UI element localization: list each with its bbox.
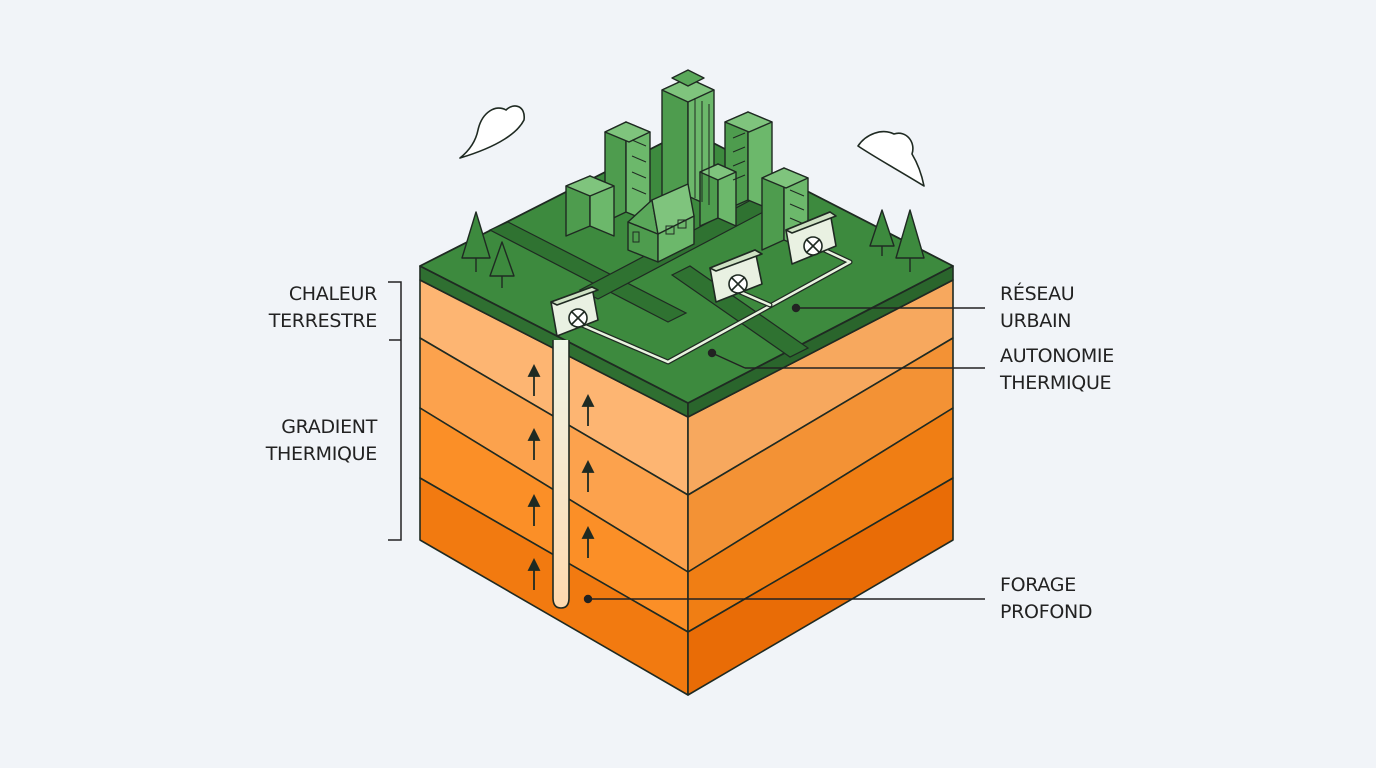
grass-top <box>419 129 954 404</box>
callout-lines <box>583 303 985 604</box>
arrow-up-icon <box>527 427 541 460</box>
soil-right-face <box>687 279 954 696</box>
tree-icon <box>489 241 515 288</box>
left-bracket <box>388 281 402 541</box>
tree-icon <box>461 211 491 272</box>
arrow-up-icon <box>527 363 541 396</box>
label-autonomie-thermique: AUTONOMIE THERMIQUE <box>1000 345 1114 394</box>
tree-icon <box>895 209 925 272</box>
pipe-network <box>572 245 853 365</box>
arrow-up-icon <box>527 557 541 590</box>
building-icon <box>565 175 615 237</box>
clouds <box>459 105 925 187</box>
label-reseau-urbain: RÉSEAU URBAIN <box>1000 283 1075 332</box>
building-icon <box>661 69 715 209</box>
heat-pump-icon <box>709 249 763 303</box>
building-icon <box>699 163 737 227</box>
building-windows <box>631 98 805 243</box>
label-gradient-thermique: GRADIENT THERMIQUE <box>265 416 378 465</box>
arrow-up-icon <box>581 393 595 426</box>
heat-pumps <box>550 211 837 337</box>
arrow-up-icon <box>527 493 541 526</box>
label-chaleur-terrestre: CHALEUR TERRESTRE <box>268 283 378 332</box>
label-forage-profond: FORAGE PROFOND <box>1000 574 1093 623</box>
city <box>565 69 809 263</box>
arrow-up-icon <box>581 459 595 492</box>
cloud-icon <box>857 130 925 187</box>
cloud-icon <box>459 105 525 159</box>
road-mid <box>670 265 810 358</box>
heat-arrows <box>527 363 595 590</box>
soil-layer-4-right <box>687 477 954 696</box>
borehole <box>552 340 570 609</box>
tree-icon <box>869 209 895 256</box>
trees <box>461 209 925 288</box>
heat-pump-icon <box>785 211 837 265</box>
heat-pump-icon <box>550 286 599 337</box>
arrow-up-icon <box>581 525 595 558</box>
